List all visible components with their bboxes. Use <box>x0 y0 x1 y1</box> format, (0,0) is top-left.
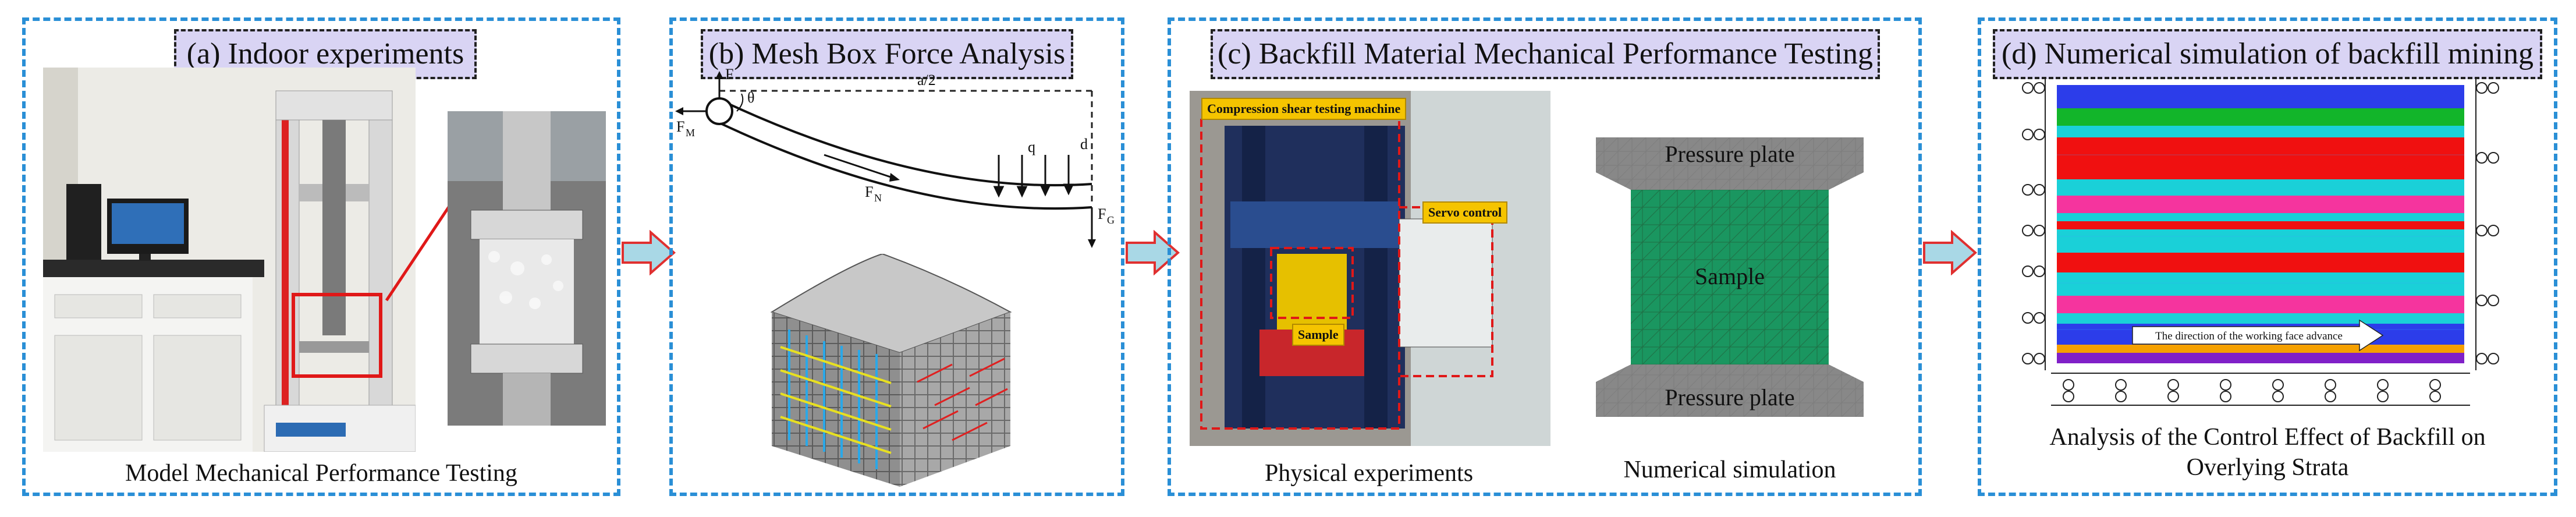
bottom-plate-label: Pressure plate <box>1665 384 1794 410</box>
flow-arrow-1 <box>622 230 676 275</box>
strata-model: The direction of the working face advanc… <box>2022 79 2499 406</box>
label-fg-sub: G <box>1107 214 1115 226</box>
compression-machine-photo: Compression shear testing machine Servo … <box>1190 91 1550 446</box>
panel-backfill-testing: (c) Backfill Material Mechanical Perform… <box>1168 17 1922 496</box>
sim-sample-label: Sample <box>1695 263 1765 289</box>
panel-d-title: (d) Numerical simulation of backfill min… <box>1993 29 2542 79</box>
flow-arrow-3 <box>1923 230 1978 275</box>
label-fm-sub: M <box>686 127 695 139</box>
panel-backfill-mining-simulation: (d) Numerical simulation of backfill min… <box>1978 17 2557 496</box>
panel-a-caption: Model Mechanical Performance Testing <box>125 460 517 487</box>
panel-d-caption-line2: Overlying Strata <box>2186 454 2349 481</box>
flow-arrow-2 <box>1126 230 1180 275</box>
label-fm: F <box>676 118 684 135</box>
advance-direction-label: The direction of the working face advanc… <box>2155 330 2343 342</box>
lab-photo <box>43 68 416 452</box>
label-d: d <box>1080 136 1088 153</box>
top-plate-label: Pressure plate <box>1665 141 1794 167</box>
label-theta: θ <box>747 89 754 106</box>
sample-closeup-photo <box>448 111 606 426</box>
force-diagram: F a/2 θ F M F N q d F G <box>675 68 1115 248</box>
panel-d-caption-line1: Analysis of the Control Effect of Backfi… <box>2049 424 2486 451</box>
label-a-half: a/2 <box>917 72 936 88</box>
panel-c-title: (c) Backfill Material Mechanical Perform… <box>1211 29 1880 79</box>
physical-experiments-caption: Physical experiments <box>1264 460 1474 487</box>
label-f: F <box>725 68 733 83</box>
numerical-sample-model: Pressure plate Sample Pressure plate <box>1596 137 1864 417</box>
panel-indoor-experiments: (a) Indoor experiments <box>22 17 620 496</box>
numerical-simulation-caption: Numerical simulation <box>1623 456 1836 483</box>
panel-mesh-box-force: (b) Mesh Box Force Analysis F a/2 θ <box>669 17 1124 496</box>
label-servo-control: Servo control <box>1422 201 1508 224</box>
panel-b-title: (b) Mesh Box Force Analysis <box>701 29 1073 79</box>
label-sample-photo: Sample <box>1292 324 1344 346</box>
label-fg: F <box>1098 206 1106 222</box>
label-compression-machine: Compression shear testing machine <box>1201 98 1407 120</box>
label-fn: F <box>865 183 873 200</box>
label-fn-sub: N <box>874 192 882 204</box>
label-q: q <box>1028 139 1035 155</box>
mesh-box-cube <box>770 254 1012 487</box>
